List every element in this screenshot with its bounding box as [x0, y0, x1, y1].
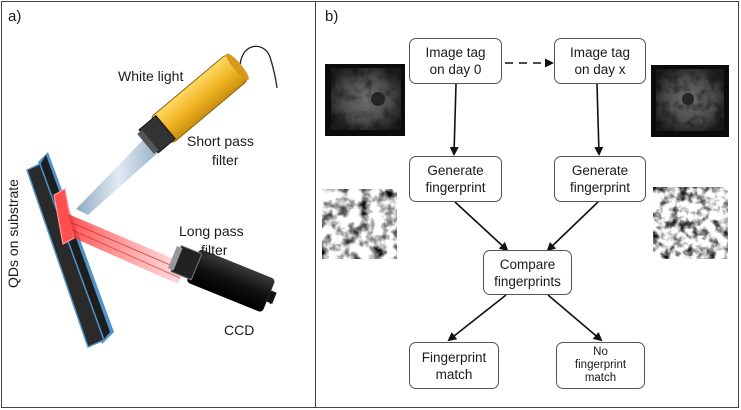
- box-compare-line1: Compare: [499, 256, 556, 272]
- fingerprint-image-right: [653, 187, 728, 259]
- flashlight: [137, 53, 249, 154]
- panel-a-label: a): [8, 8, 22, 25]
- long-pass-label-1: Long pass: [179, 223, 244, 239]
- ccd-label: CCD: [224, 322, 255, 338]
- panel-a: a) White light Short pass filter Long pa…: [1, 1, 316, 408]
- box-gen-left-line2: fingerprint: [425, 180, 486, 195]
- box-nomatch-line2: fingerprint: [574, 359, 627, 371]
- substrate-label: QDs on substrate: [5, 179, 21, 288]
- ccd-camera: [167, 244, 277, 312]
- flow-arrows: [322, 58, 729, 342]
- tag-image-day0: [325, 64, 405, 136]
- box-compare-line2: fingerprints: [494, 273, 561, 289]
- white-light-label: White light: [118, 68, 184, 84]
- box-gen-right-line1: Generate: [571, 163, 629, 178]
- short-pass-label-1: Short pass: [187, 133, 254, 149]
- box-match-line1: Fingerprint: [421, 349, 487, 365]
- box-match-line2: match: [435, 366, 473, 382]
- arrow-tag0-gen: [449, 83, 459, 156]
- box-nomatch-line3: match: [584, 372, 617, 384]
- short-pass-label-2: filter: [212, 152, 239, 168]
- box-nomatch-line1: No: [593, 346, 608, 358]
- panel-b: b): [315, 1, 739, 408]
- arrow-compare-nomatch: [547, 294, 603, 342]
- white-light-beam: [76, 139, 161, 215]
- setup-illustration: [26, 45, 278, 349]
- arrow-gen-compare-left: [454, 201, 509, 252]
- box-tag0-line1: Image tag: [425, 45, 486, 60]
- tag-image-dayx: [651, 65, 729, 137]
- arrow-compare-match: [447, 294, 507, 342]
- box-gen-left-line1: Generate: [427, 163, 484, 178]
- box-generate-fingerprint-right: Generate fingerprint: [554, 156, 646, 202]
- arrow-gen-compare-right: [546, 201, 599, 252]
- box-tagx-line2: on day x: [574, 62, 626, 77]
- fingerprint-image-left: [322, 189, 397, 259]
- flashlight-cable: [239, 45, 278, 89]
- box-tag0-line2: on day 0: [429, 62, 482, 77]
- panel-b-label: b): [325, 8, 339, 25]
- box-generate-fingerprint-left: Generate fingerprint: [409, 156, 502, 202]
- long-pass-label-2: filter: [201, 242, 228, 258]
- box-image-tag-day0: Image tag on day 0: [409, 38, 502, 84]
- emission-beam: [68, 214, 186, 284]
- box-image-tag-dayx: Image tag on day x: [554, 38, 646, 84]
- box-tagx-line1: Image tag: [569, 45, 631, 60]
- box-gen-right-line2: fingerprint: [569, 180, 631, 195]
- arrow-tagx-gen: [594, 83, 604, 156]
